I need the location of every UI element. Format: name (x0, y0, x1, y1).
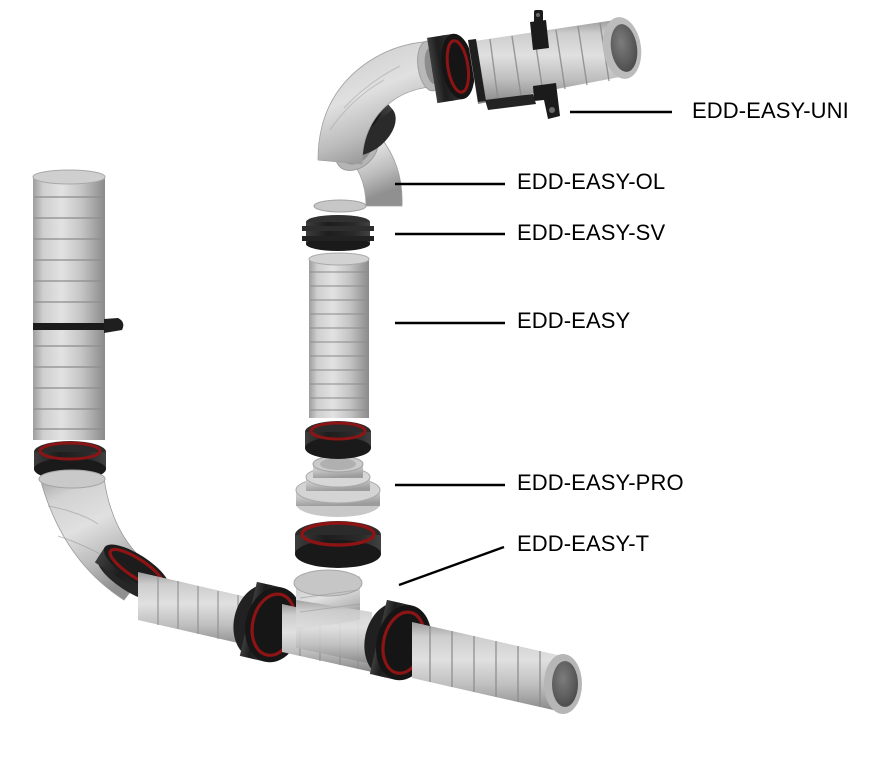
label-edd-easy-sv: EDD-EASY-SV (517, 220, 666, 245)
pro-lower-collar (295, 521, 381, 568)
label-edd-easy-ol: EDD-EASY-OL (517, 169, 666, 194)
label-edd-easy-t: EDD-EASY-T (517, 531, 650, 556)
pro-reducer (295, 455, 381, 517)
leader-t (398, 545, 505, 587)
label-edd-easy: EDD-EASY (517, 308, 631, 333)
leader-lines (395, 110, 672, 587)
uni-collar (427, 33, 475, 104)
easy-lower-collar (305, 421, 371, 459)
left-riser (32, 169, 106, 440)
uni-pipe (468, 17, 642, 104)
label-edd-easy-uni: EDD-EASY-UNI (692, 98, 849, 123)
easy-pipe (308, 252, 370, 418)
outlet-pipe (412, 622, 582, 714)
left-clamp (33, 318, 124, 333)
label-edd-easy-pro: EDD-EASY-PRO (517, 470, 684, 495)
t-piece (293, 569, 372, 664)
sv-ring (302, 215, 374, 251)
horizontal-run-left (138, 572, 260, 648)
uni-bracket (468, 10, 560, 119)
